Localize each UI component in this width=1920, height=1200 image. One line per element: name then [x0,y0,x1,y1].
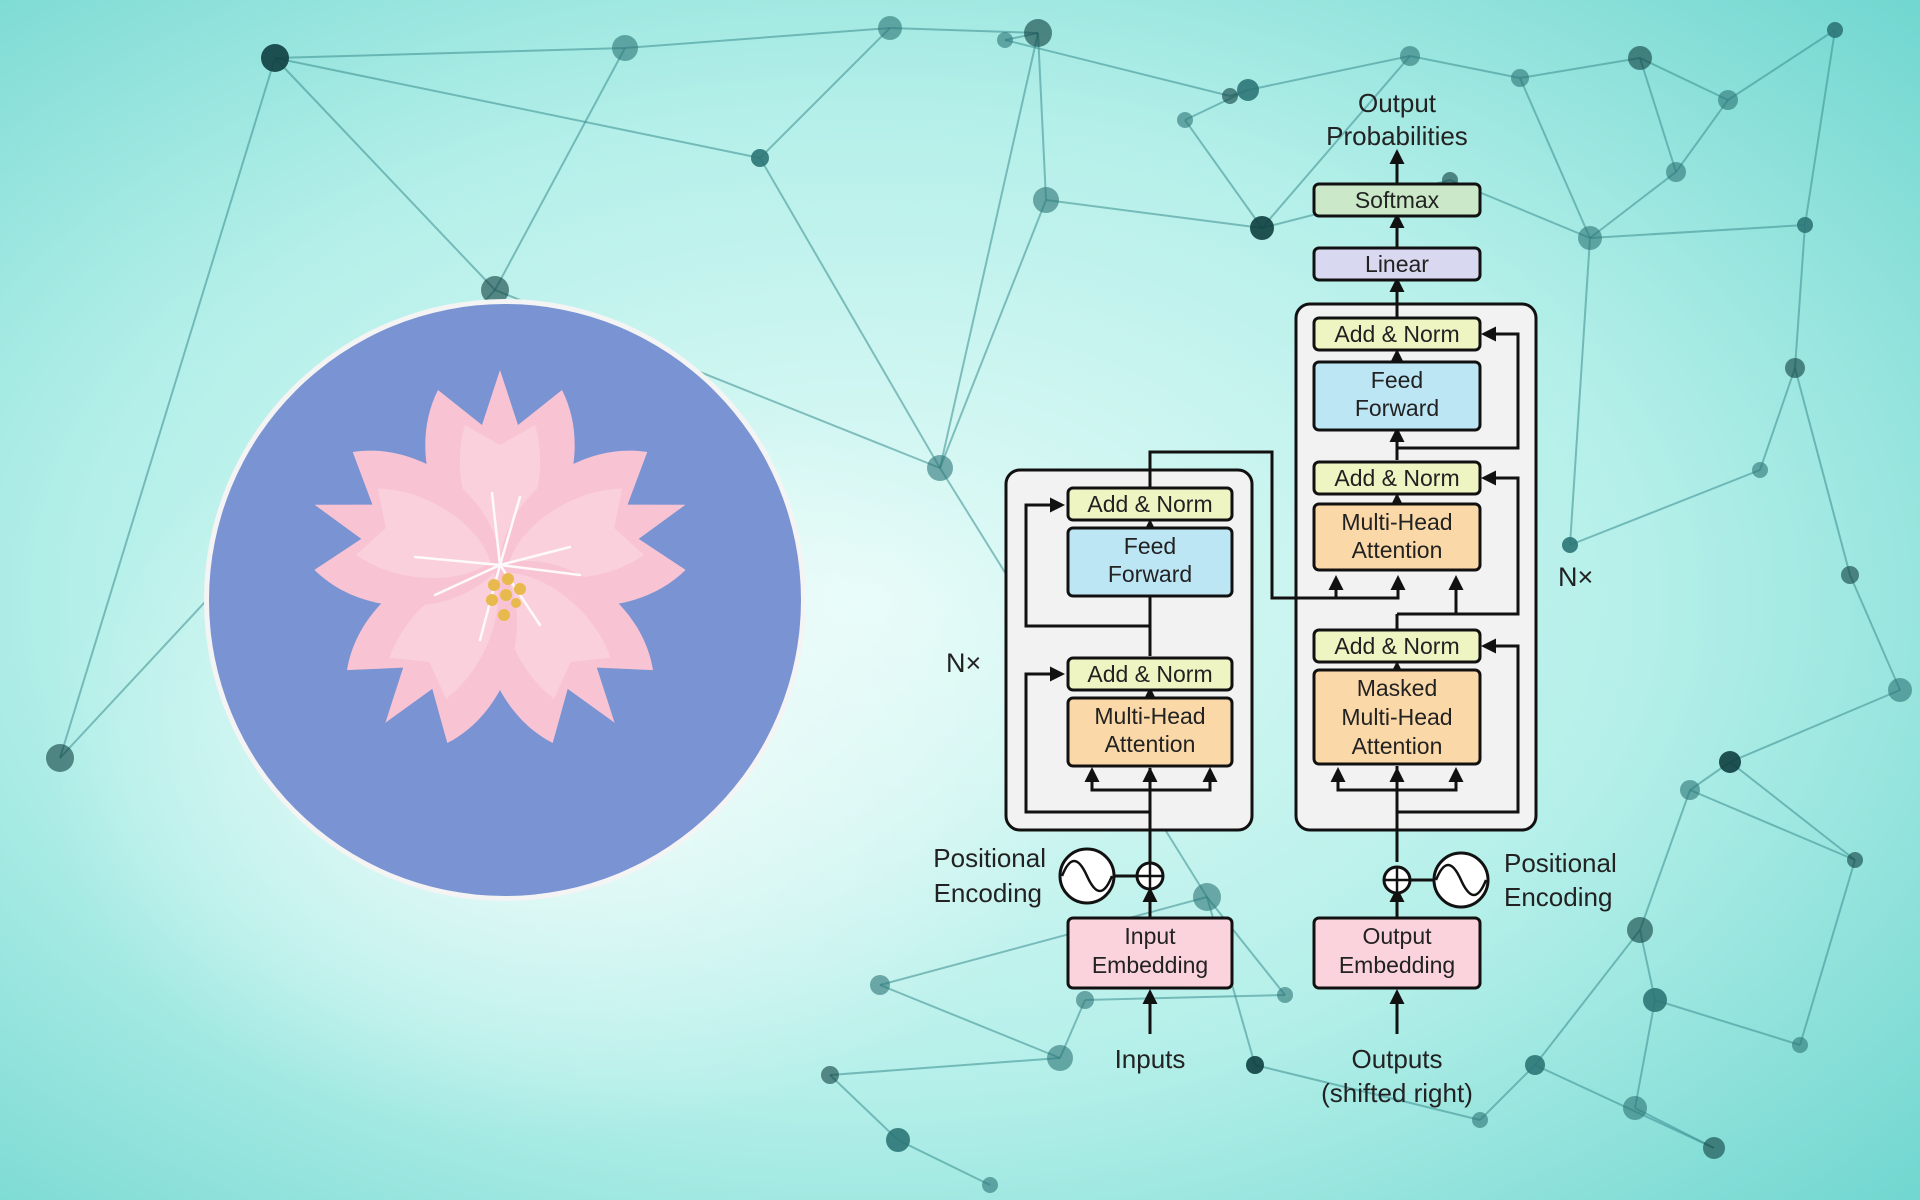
cherry-blossom-icon [314,370,686,744]
positional-encoding-left-label-2: Encoding [934,878,1042,908]
decoder-feed-forward-label-2: Forward [1355,395,1439,421]
output-probabilities-label-2: Probabilities [1326,121,1468,151]
softmax-label: Softmax [1355,187,1440,213]
output-embedding-block [1312,916,1482,990]
encoder-multi-head-attention [1066,696,1234,768]
output-probabilities-label-1: Output [1358,88,1437,118]
masked-attention-label-3: Attention [1352,733,1443,759]
encoder-feed-forward-label-2: Forward [1108,561,1192,587]
encoder-add-norm-top-label: Add & Norm [1087,491,1212,517]
decoder-feed-forward [1312,360,1482,432]
decoder-masked-attention [1312,668,1482,766]
encoder-add-norm-bottom-label: Add & Norm [1087,661,1212,687]
decoder-add-norm-bottom-label: Add & Norm [1334,633,1459,659]
encoder-sine-wave-icon [1058,847,1116,905]
input-embedding-label-1: Input [1124,923,1176,949]
decoder-nx-label: N× [1558,562,1593,592]
encoder-add-icon [1135,861,1165,891]
outputs-label-2: (shifted right) [1321,1078,1473,1108]
masked-attention-label-2: Multi-Head [1341,704,1452,730]
decoder-attention-label-2: Attention [1352,537,1443,563]
encoder-stack [1004,468,1254,832]
decoder-add-norm-top [1312,316,1482,352]
inputs-label: Inputs [1115,1044,1186,1074]
encoder-attention-label-1: Multi-Head [1094,703,1205,729]
input-embedding-label-2: Embedding [1092,952,1208,978]
diagram-connections [1024,149,1520,1034]
positional-encoding-right-label-2: Encoding [1504,882,1612,912]
network-nodes [46,16,1912,1193]
decoder-sine-wave-icon [1432,851,1490,909]
outputs-label-1: Outputs [1351,1044,1442,1074]
encoder-feed-forward [1066,526,1234,598]
decoder-add-norm-mid-label: Add & Norm [1334,465,1459,491]
encoder-add-norm-bottom [1066,656,1234,692]
encoder-feed-forward-label-1: Feed [1124,533,1176,559]
output-embedding-label-1: Output [1362,923,1432,949]
decoder-add-norm-top-label: Add & Norm [1334,321,1459,347]
positional-encoding-right-label-1: Positional [1504,848,1617,878]
decoder-multi-head-attention [1312,502,1482,572]
masked-attention-label-1: Masked [1357,675,1438,701]
softmax-block [1312,182,1482,218]
encoder-attention-label-2: Attention [1105,731,1196,757]
decoder-add-norm-bottom [1312,628,1482,664]
input-embedding-block [1066,916,1234,990]
decoder-add-icon [1382,865,1412,895]
decoder-feed-forward-label-1: Feed [1371,367,1423,393]
encoder-nx-label: N× [946,648,981,678]
output-embedding-label-2: Embedding [1339,952,1455,978]
decoder-attention-label-1: Multi-Head [1341,509,1452,535]
linear-block [1312,246,1482,282]
encoder-add-norm-top [1066,486,1234,522]
decoder-add-norm-mid [1312,460,1482,496]
positional-encoding-left-label-1: Positional [933,843,1046,873]
linear-label: Linear [1365,251,1429,277]
